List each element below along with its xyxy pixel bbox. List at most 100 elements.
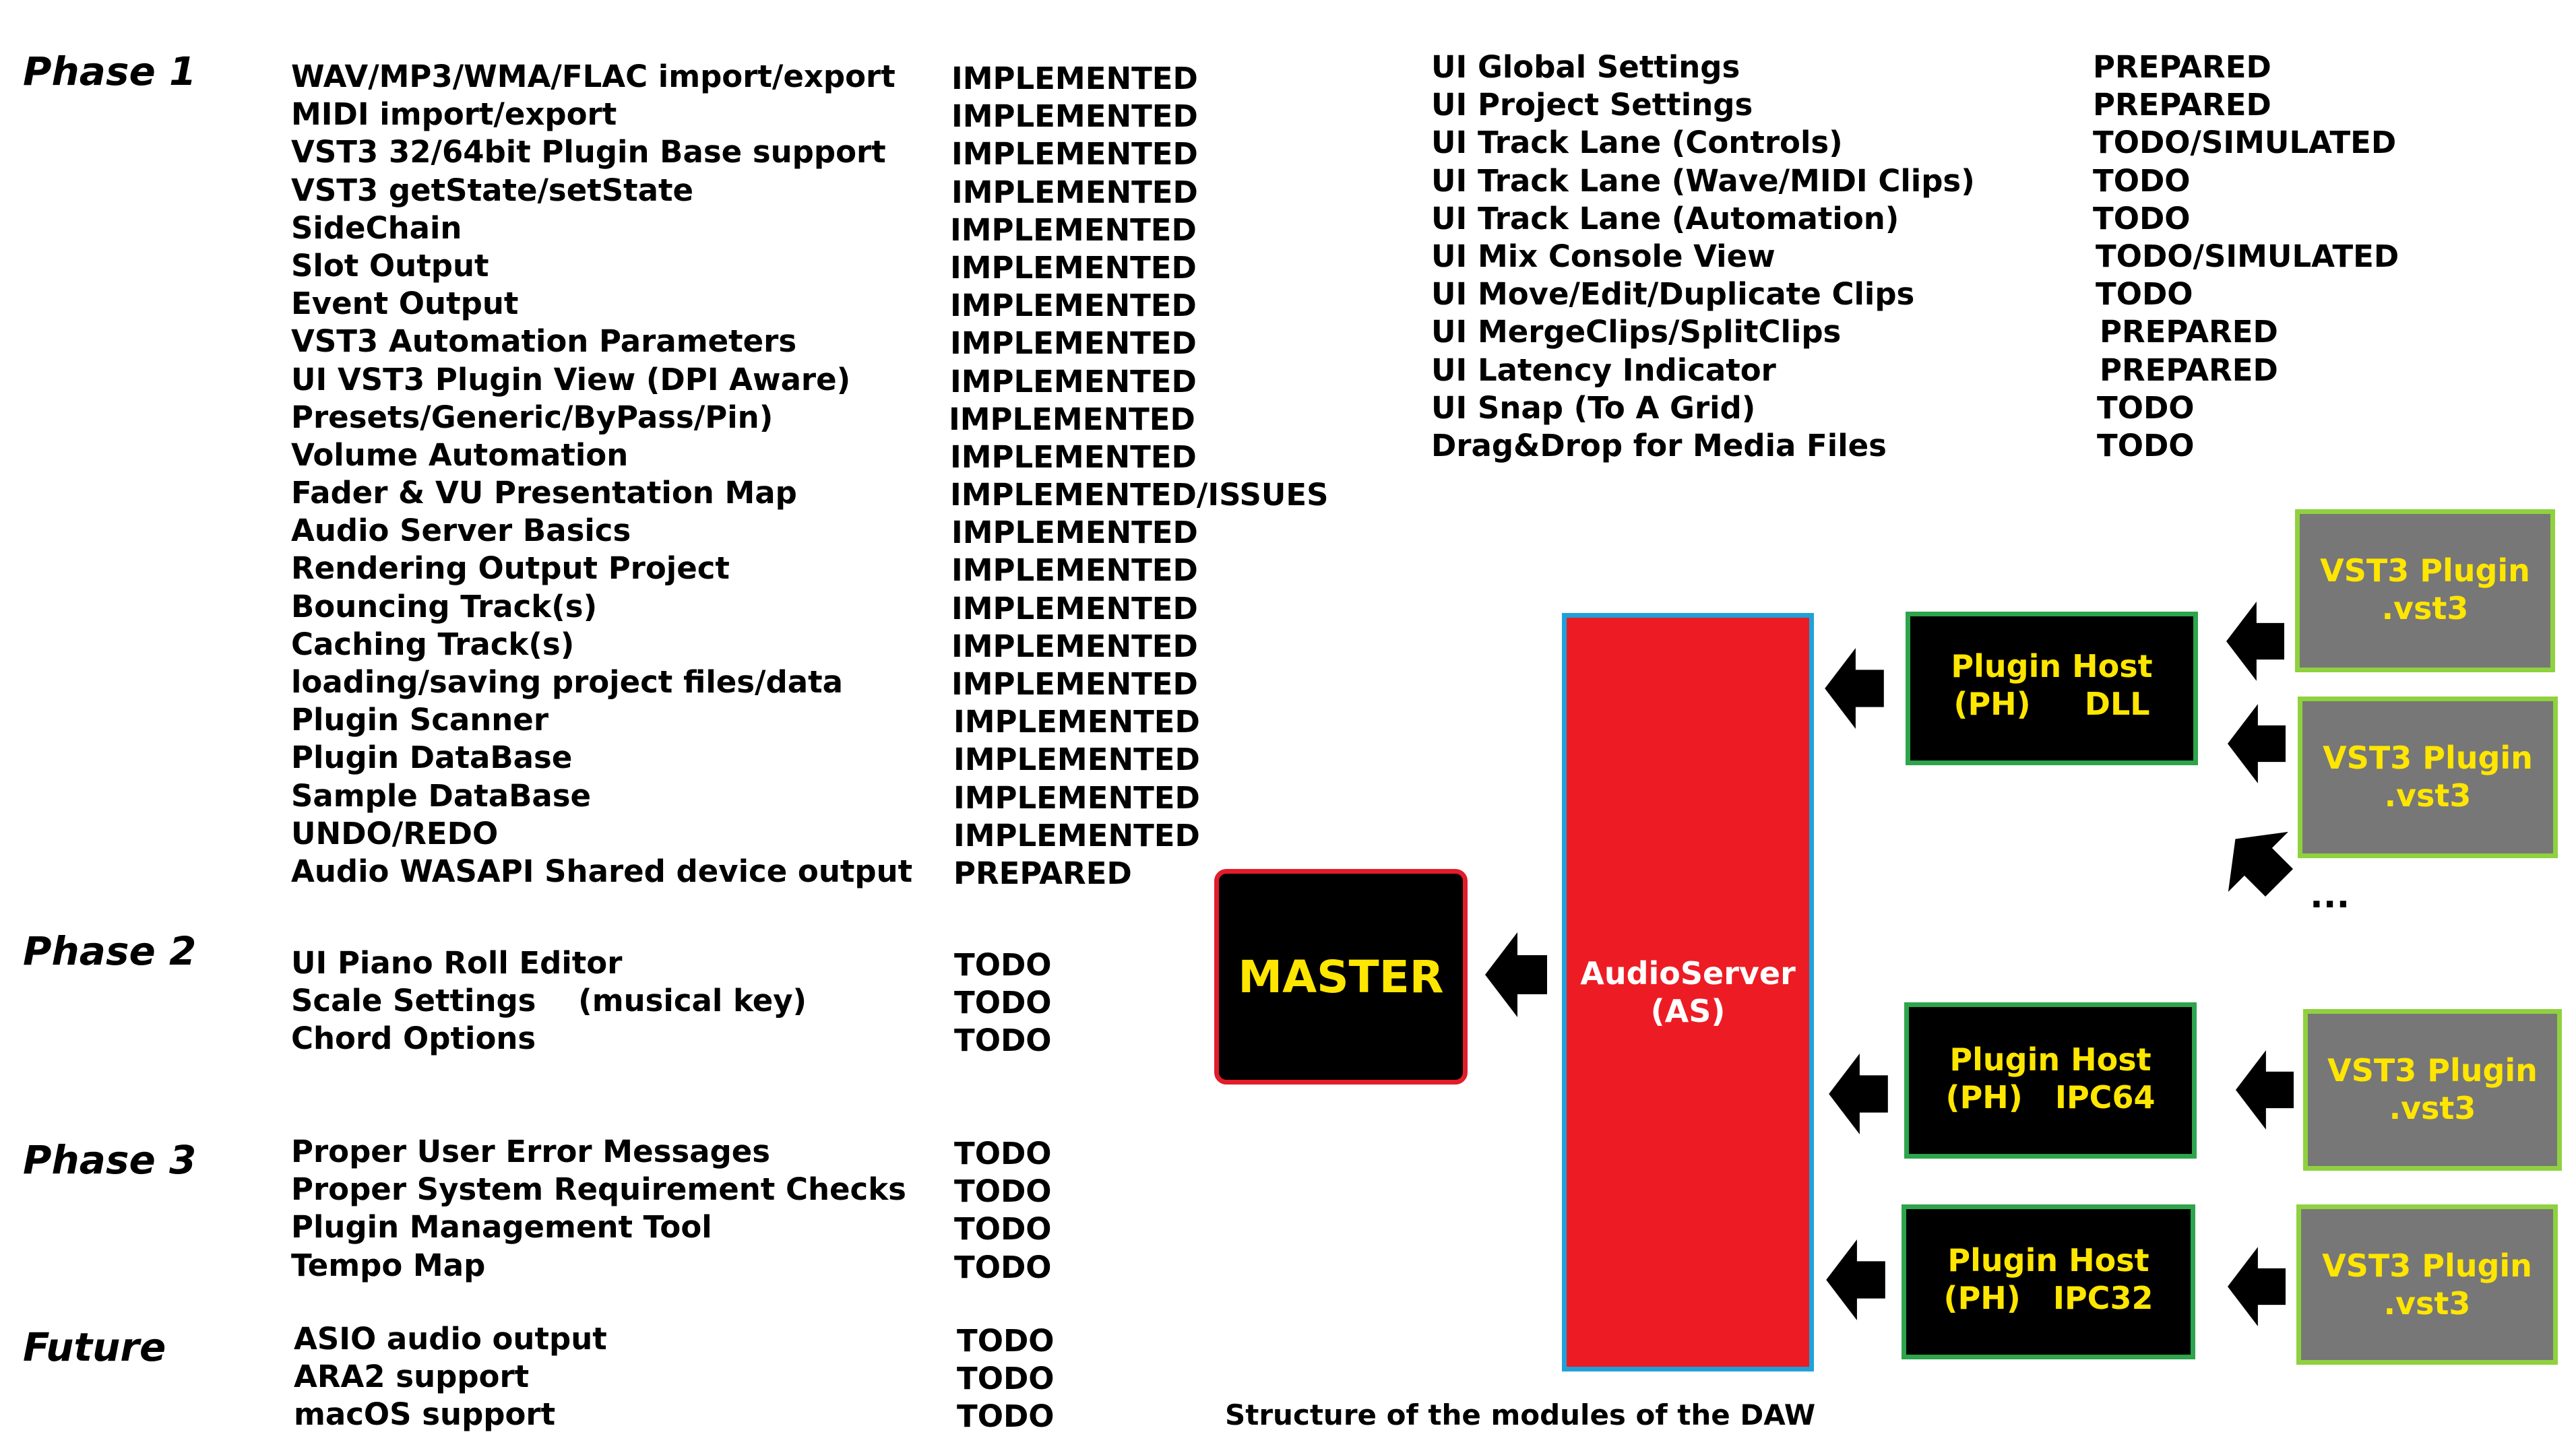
plugin-extension: .vst3 [2383, 1285, 2471, 1322]
status-label: IMPLEMENTED [951, 174, 1198, 210]
feature-label: UI Mix Console View [1431, 238, 1776, 274]
feature-label: Scale Settings (musical key) [291, 983, 807, 1019]
status-label: TODO [2093, 162, 2191, 199]
list-item: UI Latency Indicator PREPARED [1431, 352, 2543, 389]
feature-label: Rendering Output Project [291, 550, 730, 587]
feature-label: UI Latency Indicator [1431, 352, 1776, 388]
status-label: IMPLEMENTED [950, 363, 1197, 399]
status-label: TODO [957, 1398, 1055, 1435]
status-label: IMPLEMENTED [951, 552, 1198, 589]
list-item: Tempo Map TODO [291, 1247, 1100, 1285]
feature-label: UI Global Settings [1431, 49, 1740, 85]
status-label: IMPLEMENTED [949, 401, 1195, 437]
feature-label: UNDO/REDO [291, 815, 499, 851]
phase-3-title: Phase 3 [23, 1137, 197, 1183]
status-label: IMPLEMENTED [950, 288, 1197, 324]
feature-label: Plugin DataBase [291, 740, 573, 776]
status-label: TODO [954, 1249, 1052, 1285]
feature-label: Plugin Scanner [291, 702, 549, 738]
feature-label: UI VST3 Plugin View (DPI Aware) [291, 361, 851, 397]
arrow-up-left-icon [2228, 831, 2294, 897]
status-label: TODO [954, 985, 1052, 1021]
list-item: Caching Track(s)IMPLEMENTED [291, 626, 1369, 664]
list-item: macOS support TODO [294, 1396, 1102, 1435]
plugin-host-label: Plugin Host [1951, 648, 2153, 684]
feature-label: UI Track Lane (Wave/MIDI Clips) [1431, 162, 1975, 199]
status-label: IMPLEMENTED [953, 742, 1200, 778]
feature-label: VST3 Automation Parameters [291, 323, 797, 360]
vst3-plugin-3: VST3 Plugin .vst3 [2303, 1009, 2562, 1171]
feature-label: Fader & VU Presentation Map [291, 475, 797, 511]
status-label: TODO [954, 947, 1052, 983]
plugin-host-type: (PH) IPC32 [1943, 1280, 2154, 1316]
list-item: UI VST3 Plugin View (DPI Aware) IMPLEMENT… [291, 361, 1369, 399]
feature-label: Chord Options [291, 1021, 536, 1057]
status-label: TODO [954, 1173, 1052, 1210]
audio-server-label: AudioServer [1580, 955, 1796, 992]
plugin-extension: .vst3 [2381, 590, 2469, 626]
plugin-label: VST3 Plugin [2320, 552, 2530, 589]
status-label: IMPLEMENTED [953, 704, 1200, 740]
status-label: IMPLEMENTED [951, 628, 1198, 664]
feature-label: Tempo Map [291, 1247, 486, 1283]
feature-label: Plugin Management Tool [291, 1209, 712, 1246]
list-item: Plugin Management Tool TODO [291, 1208, 1100, 1248]
list-item: Drag&Drop for Media Files TODO [1431, 427, 2543, 465]
feature-label: UI Piano Roll Editor [291, 945, 623, 981]
plugin-label: VST3 Plugin [2323, 740, 2533, 776]
master-label: MASTER [1238, 950, 1444, 1003]
status-label: PREPARED [2093, 87, 2271, 123]
status-label: IMPLEMENTED [951, 98, 1198, 135]
arrow-left-icon [2228, 1247, 2286, 1326]
list-item: Proper User Error Messages TODO [291, 1133, 1100, 1171]
arrow-left-icon [1826, 1239, 1885, 1320]
arrow-left-icon [2228, 704, 2286, 783]
status-label: TODO [2096, 276, 2193, 313]
plugin-host-type: (PH) DLL [1953, 686, 2150, 722]
feature-label: Presets/Generic/ByPass/Pin) [291, 399, 774, 435]
feature-label: SideChain [291, 209, 462, 246]
list-item: Plugin DataBase IMPLEMENTED [291, 739, 1369, 777]
plugin-extension: .vst3 [2389, 1090, 2476, 1126]
status-label: IMPLEMENTED [951, 590, 1198, 626]
feature-label: Proper User Error Messages [291, 1134, 771, 1169]
status-label: TODO [954, 1211, 1052, 1248]
diagram-caption: Structure of the modules of the DAW [1225, 1398, 1816, 1431]
list-item: Presets/Generic/ByPass/Pin) IMPLEMENTED [291, 399, 1369, 437]
status-label: TODO [2097, 427, 2195, 463]
list-item: VST3 32/64bit Plugin Base support IMPLEME… [291, 133, 1369, 172]
status-label: TODO [954, 1136, 1052, 1171]
feature-label: macOS support [294, 1396, 556, 1433]
arrow-left-icon [1829, 1054, 1888, 1134]
status-label: PREPARED [2100, 352, 2278, 388]
plugin-host-ipc32: Plugin Host (PH) IPC32 [1902, 1204, 2195, 1359]
vst3-plugin-1: VST3 Plugin .vst3 [2295, 509, 2555, 672]
feature-label: Drag&Drop for Media Files [1431, 427, 1887, 463]
feature-label: ARA2 support [294, 1359, 530, 1395]
arrow-left-icon [2236, 1050, 2294, 1130]
audio-server-box: AudioServer (AS) [1562, 613, 1814, 1371]
status-label: PREPARED [2100, 314, 2278, 350]
feature-label: VST3 32/64bit Plugin Base support [291, 134, 886, 170]
status-label: IMPLEMENTED [950, 212, 1197, 248]
status-label: IMPLEMENTED [951, 61, 1198, 96]
status-label: IMPLEMENTED [951, 136, 1198, 172]
